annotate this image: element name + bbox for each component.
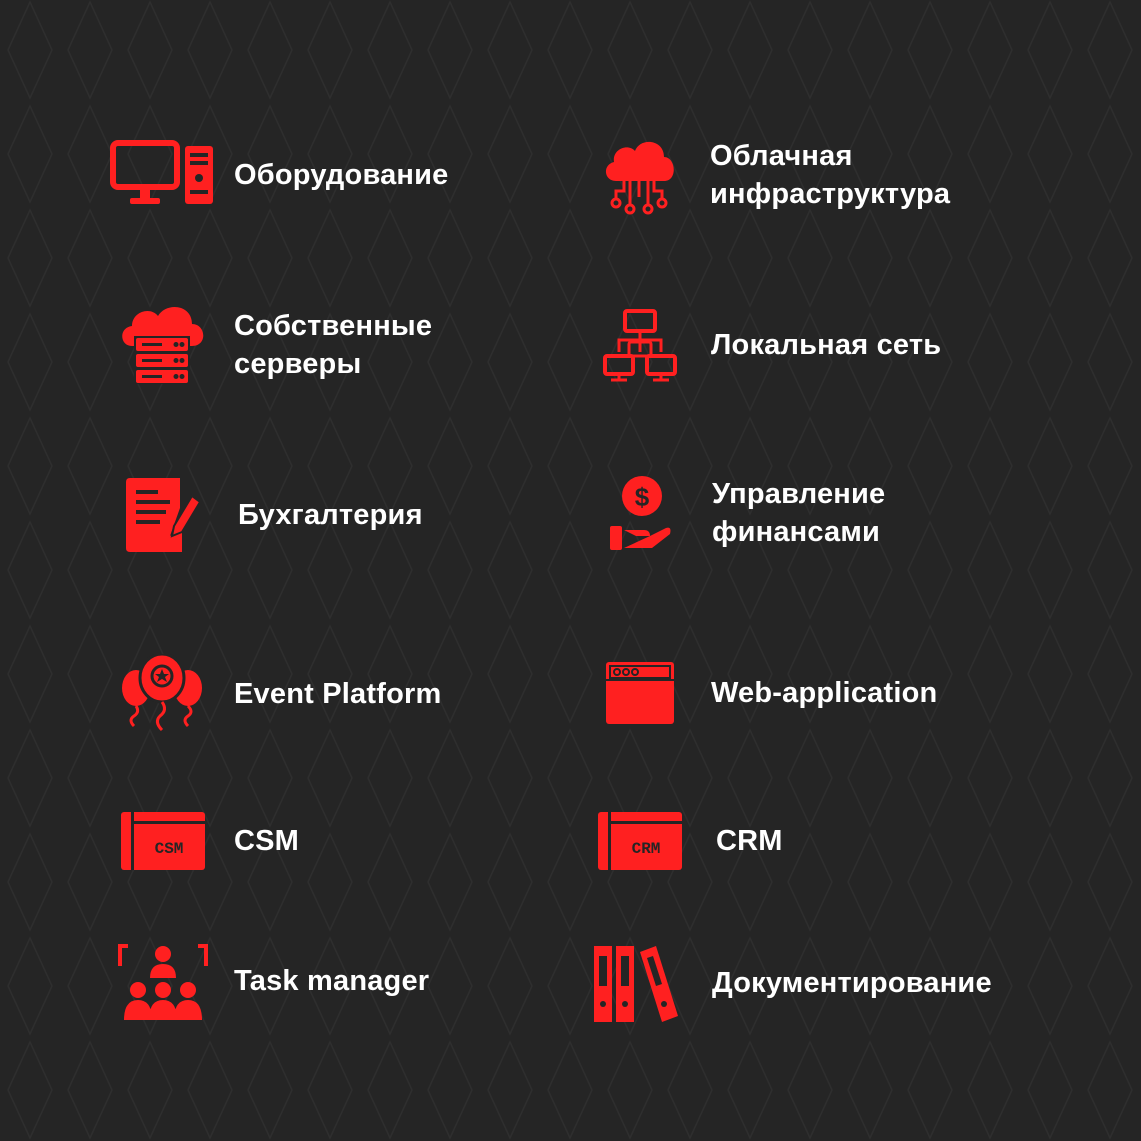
feature-item-web-application: Web-application [606,662,937,724]
local-network-icon [603,309,677,382]
feature-label: Event Platform [234,678,442,710]
feature-item-task-manager: Task manager [118,942,429,1020]
computer-tower-icon [110,140,213,204]
feature-item-event-platform: Event Platform [120,654,441,734]
feature-item-cloud-infrastructure: Облачная инфраструктура [602,135,950,215]
binders-icon [594,946,678,1022]
feature-label: Оборудование [234,159,449,191]
team-presentation-icon [118,944,208,1020]
browser-window-icon [606,662,674,724]
csm-badge-text: CSM [155,840,184,858]
feature-label: Task manager [234,965,430,997]
crm-card-icon: CRM [598,812,682,870]
feature-label: Облачная инфраструктура [710,140,951,210]
document-pen-icon [126,478,202,552]
cloud-server-icon [122,306,204,384]
feature-item-csm: CSM CSM [121,812,299,870]
feature-label: Управление финансами [712,478,886,548]
feature-label: Бухгалтерия [238,499,423,531]
crm-badge-text: CRM [632,840,661,858]
balloons-icon [122,654,202,732]
feature-item-equipment: Оборудование [110,140,449,210]
feature-item-accounting: Бухгалтерия [124,476,423,554]
csm-card-icon: CSM [121,812,205,870]
feature-label: Локальная сеть [711,329,942,361]
hand-dollar-coin-icon: $ [610,476,671,550]
feature-label: Документирование [712,967,992,999]
feature-item-local-network: Локальная сеть [603,308,941,382]
feature-item-documentation: Документирование [594,942,992,1024]
feature-label: Собственные серверы [234,310,433,380]
feature-label: Web-application [711,677,938,709]
svg-text:$: $ [635,482,650,512]
feature-item-own-servers: Собственные серверы [120,302,432,388]
feature-label: CRM [716,825,783,857]
cloud-network-icon [605,141,674,215]
feature-item-crm: CRM CRM [598,812,783,870]
feature-label: CSM [234,825,300,857]
feature-item-finance-management: $ Управление финансами [608,474,885,552]
